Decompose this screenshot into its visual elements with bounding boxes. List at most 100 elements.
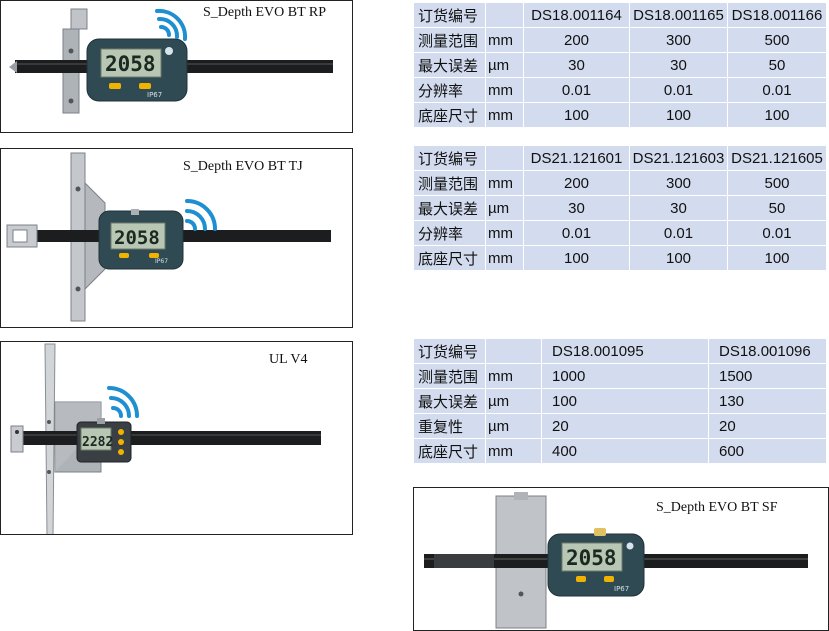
table-cell: 100 <box>764 249 790 267</box>
depth-gauge-sf-image: 2058 IP67 <box>424 492 808 629</box>
row-unit: mm <box>486 439 542 463</box>
row-unit <box>486 3 524 28</box>
row-label: 测量范围 <box>414 364 486 389</box>
ip-mark-sf: IP67 <box>614 585 629 593</box>
table-cell: 0.01 <box>524 78 630 103</box>
product-photo-tj: 2058 IP67 S_Depth EVO BT TJ <box>0 148 353 328</box>
row-label: 订货编号 <box>414 3 486 28</box>
row-label: 分辨率 <box>414 78 486 103</box>
table-cell: 30 <box>524 53 630 78</box>
ip-mark-rp: IP67 <box>147 91 162 99</box>
lcd-readout-ulv4: 2282 <box>82 435 113 450</box>
table-cell: DS18.001164 <box>524 3 630 28</box>
row-label: 最大误差 <box>414 53 486 78</box>
table-cell: 100 <box>630 246 728 270</box>
row-label: 重复性 <box>414 414 486 439</box>
table-cell: 500 <box>728 28 826 53</box>
table-cell: 0.01 <box>630 78 728 103</box>
row-unit <box>486 146 524 171</box>
table-cell: DS21.121601 <box>524 146 630 171</box>
table-cell: 1000 <box>542 364 709 389</box>
table-cell: 300 <box>630 171 728 196</box>
table-cell: 200 <box>524 171 630 196</box>
table-cell: 400 <box>542 439 709 463</box>
table-cell: DS21.121603 <box>630 146 728 171</box>
table-cell: 600 <box>719 442 745 460</box>
table-cell: 100 <box>542 389 709 414</box>
row-label: 最大误差 <box>414 196 486 221</box>
table-cell: 100 <box>764 106 790 124</box>
table-cell: 0.01 <box>728 78 826 103</box>
product-caption-ulv4: UL V4 <box>269 352 308 367</box>
depth-gauge-rp-image: 2058 IP67 <box>9 8 333 114</box>
ip-mark-tj: IP67 <box>155 258 168 265</box>
row-unit: mm <box>486 28 524 53</box>
table-cell: 0.01 <box>630 221 728 246</box>
table-cell: 500 <box>728 171 826 196</box>
product-caption-sf: S_Depth EVO BT SF <box>656 500 778 515</box>
wireless-icon <box>155 8 188 41</box>
row-unit: µm <box>486 196 524 221</box>
table-cell: DS21.121605 <box>728 146 826 171</box>
product-photo-ulv4: 2282 UL V4 <box>0 341 353 535</box>
table-cell: 20 <box>709 414 826 439</box>
depth-gauge-ulv4-image: 2282 <box>10 343 321 534</box>
row-label: 底座尺寸 <box>414 103 486 127</box>
table-cell: 300 <box>630 28 728 53</box>
product-photo-sf: 2058 IP67 S_Depth EVO BT SF <box>413 487 829 631</box>
lcd-readout-sf: 2058 <box>566 546 617 570</box>
table-cell: 100 <box>630 103 728 127</box>
table-cell: DS18.001165 <box>630 3 728 28</box>
row-unit: mm <box>486 78 524 103</box>
table-cell: 0.01 <box>728 221 826 246</box>
wireless-icon <box>107 386 139 418</box>
wireless-icon <box>185 199 217 231</box>
row-unit: µm <box>486 389 542 414</box>
product-photo-rp: 2058 IP67 S_Depth EVO BT RP <box>0 0 353 133</box>
depth-gauge-tj-image: 2058 IP67 <box>6 152 331 322</box>
table-cell: 100 <box>524 246 630 270</box>
lcd-readout-rp: 2058 <box>105 52 156 76</box>
table-cell: 1500 <box>709 364 826 389</box>
table-cell: 30 <box>524 196 630 221</box>
row-unit: µm <box>486 414 542 439</box>
table-cell: 50 <box>728 53 826 78</box>
row-label: 最大误差 <box>414 389 486 414</box>
row-label: 底座尺寸 <box>414 246 486 270</box>
product-caption-rp: S_Depth EVO BT RP <box>203 5 327 20</box>
row-label: 测量范围 <box>414 28 486 53</box>
table-cell: DS18.001096 <box>709 339 826 364</box>
row-unit: mm <box>486 364 542 389</box>
row-unit: µm <box>486 53 524 78</box>
table-cell: 130 <box>709 389 826 414</box>
table-cell: DS18.001095 <box>542 339 709 364</box>
lcd-readout-tj: 2058 <box>114 227 160 249</box>
row-unit: mm <box>486 103 524 127</box>
row-label: 订货编号 <box>414 339 486 364</box>
row-unit: mm <box>486 246 524 270</box>
product-caption-tj: S_Depth EVO BT TJ <box>183 159 303 174</box>
row-label: 测量范围 <box>414 171 486 196</box>
row-label: 底座尺寸 <box>414 439 486 463</box>
row-unit: mm <box>486 171 524 196</box>
table-cell: 30 <box>630 196 728 221</box>
table-cell: 0.01 <box>524 221 630 246</box>
table-cell: 50 <box>728 196 826 221</box>
row-label: 分辨率 <box>414 221 486 246</box>
row-unit: mm <box>486 221 524 246</box>
table-cell: 200 <box>524 28 630 53</box>
